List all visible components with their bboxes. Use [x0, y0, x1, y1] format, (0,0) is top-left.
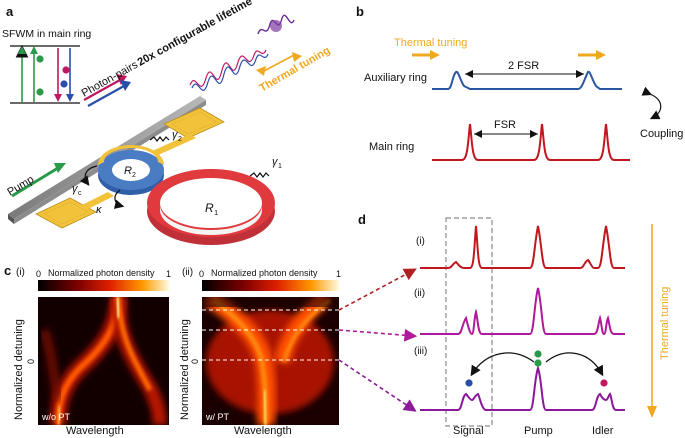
thermal-tuning-label-a: Thermal tuning	[258, 44, 333, 94]
gamma1-loss-icon	[249, 172, 270, 178]
connector-arrow-i	[338, 268, 417, 311]
gamma2-loss-icon	[149, 136, 170, 142]
heatmap-i-label: w/o PT	[41, 412, 71, 422]
sfwm-arrow-signal	[470, 352, 535, 377]
auxiliary-ring-spectrum	[432, 70, 622, 90]
spectrum-i	[420, 225, 625, 269]
kappa-arrow	[113, 189, 125, 209]
panel-label-c: c	[4, 263, 11, 278]
cbar-ii-max: 1	[336, 269, 341, 279]
auxiliary-ring-r2	[98, 145, 164, 195]
main-ring-label: Main ring	[369, 141, 414, 153]
auxiliary-ring-label: Auxiliary ring	[364, 72, 427, 84]
fsr-arrow	[474, 130, 538, 138]
spectrum-ii	[420, 287, 625, 336]
main-ring-r1	[147, 169, 275, 245]
cbar-ii-label: Normalized photon density	[211, 268, 318, 278]
sfwm-arrow-idler	[545, 352, 604, 377]
cbar-i-min: 0	[36, 269, 41, 279]
two-fsr-arrow	[465, 70, 584, 78]
gamma1-subscript: 1	[278, 163, 282, 170]
gammac-arrow	[79, 165, 98, 186]
panel-c-sub-ii: (ii)	[182, 267, 193, 278]
coupling-label: Coupling	[640, 128, 683, 140]
sfwm-title: SFWM in main ring	[2, 28, 91, 40]
photon-pair-arrows	[83, 74, 131, 107]
gamma2-subscript: 2	[178, 136, 182, 143]
connector-arrow-ii	[338, 328, 418, 342]
fsr-label: FSR	[494, 119, 516, 131]
main-ring-spectrum	[432, 123, 630, 161]
idler-photon-dot	[600, 379, 608, 387]
thermal-tuning-label-b: Thermal tuning	[394, 37, 467, 49]
thermal-tuning-label-d: Thermal tuning	[659, 287, 671, 360]
pump-label: Pump	[5, 173, 36, 198]
heatmap-ii-label: w/ PT	[205, 412, 230, 422]
pump-label-d: Pump	[524, 425, 553, 437]
connector-arrow-iii	[338, 359, 417, 412]
cbar-i-label: Normalized photon density	[48, 268, 155, 278]
pump-photon-dot-upper	[534, 350, 542, 358]
panel-label-b: b	[356, 4, 364, 19]
thermal-tuning-arrow-a	[261, 53, 297, 73]
energy-level-diagram	[10, 44, 80, 104]
colorbar-i	[38, 280, 169, 291]
panel-label-a: a	[6, 4, 14, 19]
gammac-label: γ	[72, 183, 79, 195]
idler-label: Idler	[592, 425, 614, 437]
thermal-tuning-arrow-d	[647, 224, 657, 418]
kappa-label: κ	[96, 204, 102, 216]
y-zero-ii: 0	[190, 359, 200, 364]
row-i-label: (i)	[416, 236, 425, 247]
panel-label-d: d	[358, 212, 366, 227]
r1-subscript: 1	[214, 208, 218, 217]
blue-photon-dot	[60, 80, 68, 88]
lifetime-label: 20x configurable lifetime	[136, 0, 255, 69]
colorbar-ii	[202, 280, 339, 291]
thermal-tuning-arrow-left	[412, 50, 440, 60]
signal-label: Signal	[453, 425, 484, 437]
r1-label: R	[205, 201, 214, 215]
cbar-i-max: 1	[166, 269, 171, 279]
signal-highlight-box	[445, 217, 493, 427]
pump-arrow	[11, 163, 66, 198]
pump-photon-dot-lower	[534, 359, 542, 367]
r2-subscript: 2	[132, 172, 136, 179]
two-fsr-label: 2 FSR	[508, 60, 539, 72]
ylabel-ii: Normalized detuning	[179, 319, 191, 420]
thermal-tuning-arrow-right	[578, 50, 606, 60]
panel-c-sub-i: (i)	[16, 267, 25, 278]
green-photon-dot-upper	[36, 55, 44, 63]
heater-structure	[35, 107, 225, 229]
green-photon-dot-lower	[36, 88, 44, 96]
scattered-wavepacket-icon	[257, 14, 295, 35]
y-zero-i: 0	[26, 359, 36, 364]
row-ii-label: (ii)	[414, 288, 425, 299]
signal-photon-dot	[465, 379, 473, 387]
magenta-photon-dot	[62, 66, 70, 74]
gamma2-label: γ	[172, 129, 179, 141]
xlabel-ii: Wavelength	[234, 425, 292, 437]
xlabel-i: Wavelength	[66, 425, 124, 437]
cbar-ii-min: 0	[199, 269, 204, 279]
spectrum-iii	[420, 364, 625, 411]
ylabel-i: Normalized detuning	[13, 319, 25, 420]
photon-wavepacket	[189, 49, 269, 91]
gammac-subscript: c	[78, 190, 82, 197]
row-iii-label: (iii)	[414, 346, 427, 357]
heatmap-i	[38, 297, 169, 425]
heatmap-ii	[202, 297, 339, 425]
r2-label: R	[124, 165, 132, 177]
gamma1-label: γ	[272, 156, 279, 168]
coupling-arrow	[641, 86, 662, 120]
